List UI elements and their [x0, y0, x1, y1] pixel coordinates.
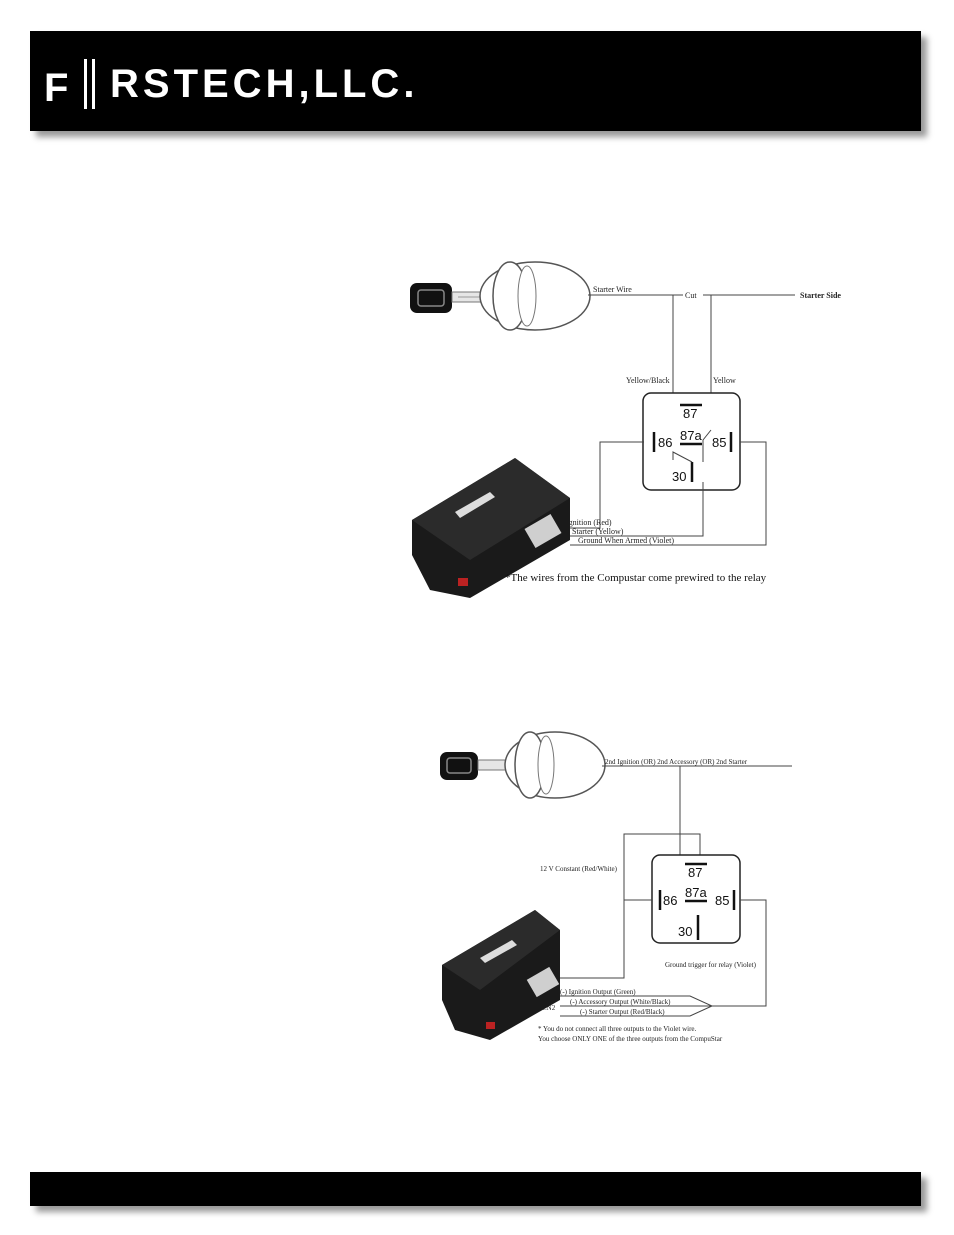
wire-ground-label: Ground When Armed (Violet) [578, 536, 674, 545]
wire-starter-label: Starter (Yellow) [572, 527, 624, 536]
yellow-label: Yellow [713, 376, 736, 385]
relay-1: 87 87a 86 85 30 [642, 392, 741, 491]
firstech-logo: F RSTECH,LLC. [44, 59, 418, 109]
logo-text: RSTECH,LLC. [110, 61, 419, 106]
header-banner: F RSTECH,LLC. [30, 31, 921, 131]
out-starter-label: (-) Starter Output (Red/Black) [580, 1008, 665, 1016]
target-wire-label: 2nd Ignition (OR) 2nd Accessory (OR) 2nd… [605, 758, 748, 766]
out-ignition-label: (-) Ignition Output (Green) [560, 988, 636, 996]
cut-label: Cut [685, 291, 697, 300]
relay2-pin-85: 85 [715, 893, 729, 908]
relay2-pin-87a: 87a [685, 885, 707, 900]
relay2-pin-87: 87 [688, 865, 702, 880]
logo-initial: F [44, 66, 72, 109]
constant-label: 12 V Constant (Red/White) [540, 865, 618, 873]
relay2-pin-86: 86 [663, 893, 677, 908]
relay2-pin-30: 30 [678, 924, 692, 939]
footer-banner [30, 1172, 921, 1206]
starter-wire-label: Starter Wire [593, 285, 632, 294]
compustar-module-icon [412, 458, 570, 598]
relay-2: 87 87a 86 85 30 [651, 854, 741, 944]
relay1-pin-87a: 87a [680, 428, 702, 443]
ignition-switch-icon [479, 261, 591, 331]
wire-ignition-label: Ignition (Red) [566, 518, 612, 527]
yellow-black-label: Yellow/Black [626, 376, 670, 385]
ignition-key-icon-2 [440, 752, 523, 780]
diagram2-note-line2: You choose ONLY ONE of the three outputs… [538, 1035, 723, 1043]
ignition-switch-icon-2 [504, 731, 606, 799]
diagram1-note: *The wires from the Compustar come prewi… [505, 572, 767, 584]
diagram2-note-line1: * You do not connect all three outputs t… [538, 1025, 697, 1033]
ground-trigger-label: Ground trigger for relay (Violet) [665, 961, 757, 969]
relay1-pin-30: 30 [672, 469, 686, 484]
relay1-pin-87: 87 [683, 406, 697, 421]
compustar-module-icon-2 [442, 910, 560, 1040]
relay1-pin-86: 86 [658, 435, 672, 450]
logo-mark: F [44, 59, 106, 109]
relay1-pin-85: 85 [712, 435, 726, 450]
out-accessory-label: (-) Accessory Output (White/Black) [570, 998, 671, 1006]
starter-side-label: Starter Side [800, 291, 841, 300]
cn2-label: CN2 [542, 1004, 556, 1012]
